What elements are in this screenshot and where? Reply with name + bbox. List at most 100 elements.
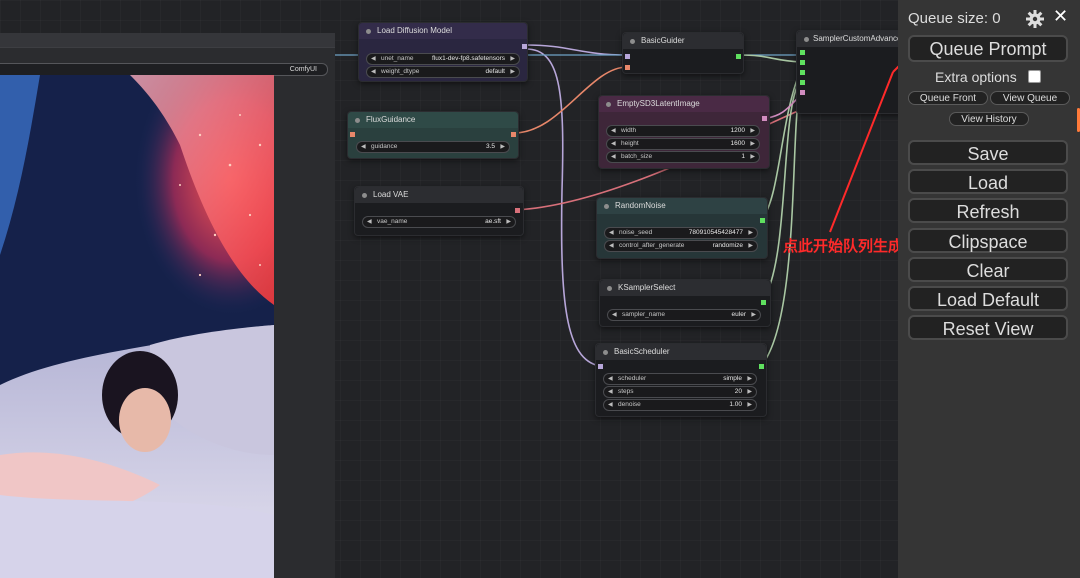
sampler-output-slot[interactable] (761, 300, 766, 305)
model-output-slot[interactable] (522, 44, 527, 49)
increment-arrow[interactable]: ▶ (506, 219, 511, 225)
clipspace-button[interactable]: Clipspace (908, 228, 1068, 253)
preview-image-node[interactable]: ComfyUI (0, 33, 335, 578)
load-vae-node[interactable]: Load VAE ◀ vae_name ae.sft ▶ (354, 186, 524, 236)
batch-size-widget[interactable]: ◀ batch_size 1 ▶ (606, 151, 760, 163)
unet-name-widget[interactable]: ◀ unet_name flux1-dev-fp8.safetensors ▶ (366, 53, 520, 65)
decrement-arrow[interactable]: ◀ (609, 230, 614, 236)
increment-arrow[interactable]: ▶ (750, 128, 755, 134)
decrement-arrow[interactable]: ◀ (608, 389, 613, 395)
ksampler-select-node[interactable]: KSamplerSelect ◀ sampler_name euler ▶ (599, 279, 771, 327)
node-title[interactable]: EmptySD3LatentImage (599, 96, 769, 112)
increment-arrow[interactable]: ▶ (747, 389, 752, 395)
steps-widget[interactable]: ◀ steps 20 ▶ (603, 386, 757, 398)
random-noise-node[interactable]: RandomNoise ◀ noise_seed 780910545428477… (596, 197, 768, 259)
guider-output-slot[interactable] (736, 54, 741, 59)
reset-view-button[interactable]: Reset View (908, 315, 1068, 340)
decrement-arrow[interactable]: ◀ (367, 219, 372, 225)
node-title[interactable]: RandomNoise (597, 198, 767, 214)
increment-arrow[interactable]: ▶ (748, 230, 753, 236)
increment-arrow[interactable]: ▶ (747, 402, 752, 408)
model-input-slot[interactable] (625, 54, 630, 59)
vae-output-slot[interactable] (515, 208, 520, 213)
widget-value: 1.00 (729, 401, 742, 408)
load-button[interactable]: Load (908, 169, 1068, 194)
node-title[interactable]: FluxGuidance (348, 112, 518, 128)
control-after-generate-widget[interactable]: ◀ control_after_generate randomize ▶ (604, 240, 758, 252)
basic-guider-node[interactable]: BasicGuider (622, 32, 744, 74)
decrement-arrow[interactable]: ◀ (609, 243, 614, 249)
sampler-name-widget[interactable]: ◀ sampler_name euler ▶ (607, 309, 761, 321)
load-diffusion-model-node[interactable]: Load Diffusion Model ◀ unet_name flux1-d… (358, 22, 528, 82)
empty-sd3-latent-image-node[interactable]: EmptySD3LatentImage ◀ width 1200 ▶ ◀ hei… (598, 95, 770, 169)
widget-label: height (621, 140, 639, 147)
queue-prompt-button[interactable]: Queue Prompt (908, 35, 1068, 62)
decrement-arrow[interactable]: ◀ (611, 154, 616, 160)
node-title[interactable]: SamplerCustomAdvanced (797, 31, 898, 47)
view-queue-button[interactable]: View Queue (990, 91, 1070, 105)
weight-dtype-widget[interactable]: ◀ weight_dtype default ▶ (366, 66, 520, 78)
save-button[interactable]: Save (908, 140, 1068, 165)
flux-guidance-node[interactable]: FluxGuidance ◀ guidance 3.5 ▶ (347, 111, 519, 159)
view-history-button[interactable]: View History (949, 112, 1029, 126)
decrement-arrow[interactable]: ◀ (371, 56, 376, 62)
decrement-arrow[interactable]: ◀ (612, 312, 617, 318)
guidance-widget[interactable]: ◀ guidance 3.5 ▶ (356, 141, 510, 153)
decrement-arrow[interactable]: ◀ (371, 69, 376, 75)
height-widget[interactable]: ◀ height 1600 ▶ (606, 138, 760, 150)
panel-scroll-handle[interactable] (1077, 108, 1080, 132)
widget-label: denoise (618, 401, 641, 408)
sigmas-input-slot[interactable] (800, 80, 805, 85)
vae-name-widget[interactable]: ◀ vae_name ae.sft ▶ (362, 216, 516, 228)
width-widget[interactable]: ◀ width 1200 ▶ (606, 125, 760, 137)
sigmas-output-slot[interactable] (759, 364, 764, 369)
conditioning-input-slot[interactable] (350, 132, 355, 137)
gear-icon[interactable] (1025, 9, 1045, 29)
decrement-arrow[interactable]: ◀ (611, 141, 616, 147)
increment-arrow[interactable]: ▶ (510, 69, 515, 75)
noise-output-slot[interactable] (760, 218, 765, 223)
decrement-arrow[interactable]: ◀ (611, 128, 616, 134)
node-title[interactable]: KSamplerSelect (600, 280, 770, 296)
increment-arrow[interactable]: ▶ (500, 144, 505, 150)
widget-label: noise_seed (619, 229, 653, 236)
noise-seed-widget[interactable]: ◀ noise_seed 780910545428477 ▶ (604, 227, 758, 239)
node-title[interactable]: Load VAE (355, 187, 523, 203)
denoise-widget[interactable]: ◀ denoise 1.00 ▶ (603, 399, 757, 411)
close-icon[interactable]: ✕ (1053, 6, 1069, 26)
refresh-button[interactable]: Refresh (908, 198, 1068, 223)
node-graph-canvas[interactable]: ComfyUI (0, 0, 898, 578)
queue-front-button[interactable]: Queue Front (908, 91, 988, 105)
node-title[interactable]: Load Diffusion Model (359, 23, 527, 39)
clear-button[interactable]: Clear (908, 257, 1068, 282)
preview-node-titlebar[interactable] (0, 33, 335, 48)
model-input-slot[interactable] (598, 364, 603, 369)
latent-input-slot[interactable] (800, 90, 805, 95)
latent-output-slot[interactable] (762, 116, 767, 121)
noise-input-slot[interactable] (800, 50, 805, 55)
widget-label: steps (618, 388, 634, 395)
decrement-arrow[interactable]: ◀ (608, 376, 613, 382)
increment-arrow[interactable]: ▶ (510, 56, 515, 62)
conditioning-output-slot[interactable] (511, 132, 516, 137)
annotation-label: 点此开始队列生成 (783, 238, 904, 255)
scheduler-widget[interactable]: ◀ scheduler simple ▶ (603, 373, 757, 385)
extra-options-checkbox[interactable] (1028, 70, 1041, 83)
sampler-input-slot[interactable] (800, 70, 805, 75)
increment-arrow[interactable]: ▶ (750, 141, 755, 147)
widget-value: 780910545428477 (688, 229, 743, 236)
increment-arrow[interactable]: ▶ (747, 376, 752, 382)
widget-label: unet_name (381, 55, 414, 62)
decrement-arrow[interactable]: ◀ (361, 144, 366, 150)
conditioning-input-slot[interactable] (625, 65, 630, 70)
decrement-arrow[interactable]: ◀ (608, 402, 613, 408)
node-title[interactable]: BasicGuider (623, 33, 743, 49)
node-title[interactable]: BasicScheduler (596, 344, 766, 360)
increment-arrow[interactable]: ▶ (748, 243, 753, 249)
guider-input-slot[interactable] (800, 60, 805, 65)
increment-arrow[interactable]: ▶ (751, 312, 756, 318)
load-default-button[interactable]: Load Default (908, 286, 1068, 311)
generated-image-art (0, 75, 274, 578)
increment-arrow[interactable]: ▶ (750, 154, 755, 160)
basic-scheduler-node[interactable]: BasicScheduler ◀ scheduler simple ▶ ◀ st… (595, 343, 767, 417)
